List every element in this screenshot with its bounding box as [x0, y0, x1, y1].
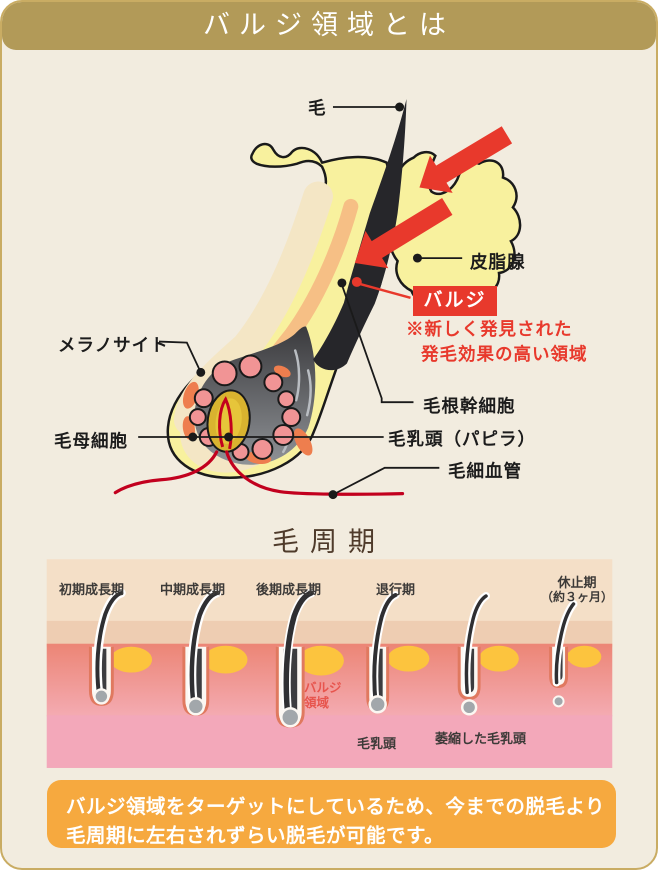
label-lines [138, 102, 463, 500]
cycle-papilla-label: 毛乳頭 [357, 736, 397, 751]
matrix-cells [188, 354, 302, 461]
page-title: バルジ領域とは [2, 2, 656, 50]
cycle-follicle-telogen [549, 599, 578, 708]
cycle-follicle-catagen [366, 591, 400, 714]
hair-cycle-panel [46, 559, 613, 768]
capillary-vessels [113, 450, 405, 496]
label-bulge-note-2: 発毛効果の高い領域 [421, 344, 588, 364]
cycle-bulge-area-line2: 領域 [304, 696, 330, 710]
label-hair: 毛 [308, 98, 327, 118]
stage-anagen-early: 初期成長期 [59, 582, 125, 597]
label-stem-cells: 毛根幹細胞 [423, 396, 516, 416]
bulge-pointer [351, 276, 411, 300]
cycle-follicle-anagen-late [275, 588, 316, 728]
label-papilla: 毛乳頭（パピラ） [388, 429, 536, 449]
stage-telogen-name: 休止期 [557, 575, 597, 590]
stage-catagen: 退行期 [376, 582, 416, 597]
bulge-arrows [354, 126, 513, 269]
footer-line-2: 毛周期に左右されずらい脱毛が可能です。 [66, 825, 445, 847]
footer-note: バルジ領域をターゲットにしているため、今までの脱毛より 毛周期に左右されずらい脱… [47, 780, 616, 848]
label-sebaceous-gland: 皮脂腺 [470, 252, 526, 272]
stage-telogen-duration: （約３ヶ月） [540, 590, 613, 604]
stage-anagen-late: 後期成長期 [256, 582, 322, 597]
label-bulge: バルジ [413, 286, 497, 316]
cycle-follicle-shrinking [457, 592, 491, 716]
label-bulge-note-1: ※新しく発見された [406, 319, 573, 339]
cycle-follicle-anagen-mid [182, 588, 222, 716]
label-melanocyte: メラノサイト [58, 335, 169, 355]
label-capillary: 毛細血管 [448, 461, 522, 481]
cycle-heading: 毛周期 [272, 527, 386, 558]
cycle-follicle-anagen-early [88, 588, 126, 706]
label-matrix-cells: 毛母細胞 [54, 431, 128, 451]
cycle-shrunken-papilla-label: 萎縮した毛乳頭 [435, 731, 527, 746]
cycle-bulge-area-label: バルジ 領域 [304, 681, 342, 711]
cycle-sebaceous-glands [100, 645, 602, 676]
stage-telogen: 休止期 （約３ヶ月） [533, 575, 621, 605]
stage-anagen-mid: 中期成長期 [160, 582, 226, 597]
footer-line-1: バルジ領域をターゲットにしているため、今までの脱毛より [66, 796, 606, 818]
cycle-bulge-area-line1: バルジ [304, 681, 342, 695]
